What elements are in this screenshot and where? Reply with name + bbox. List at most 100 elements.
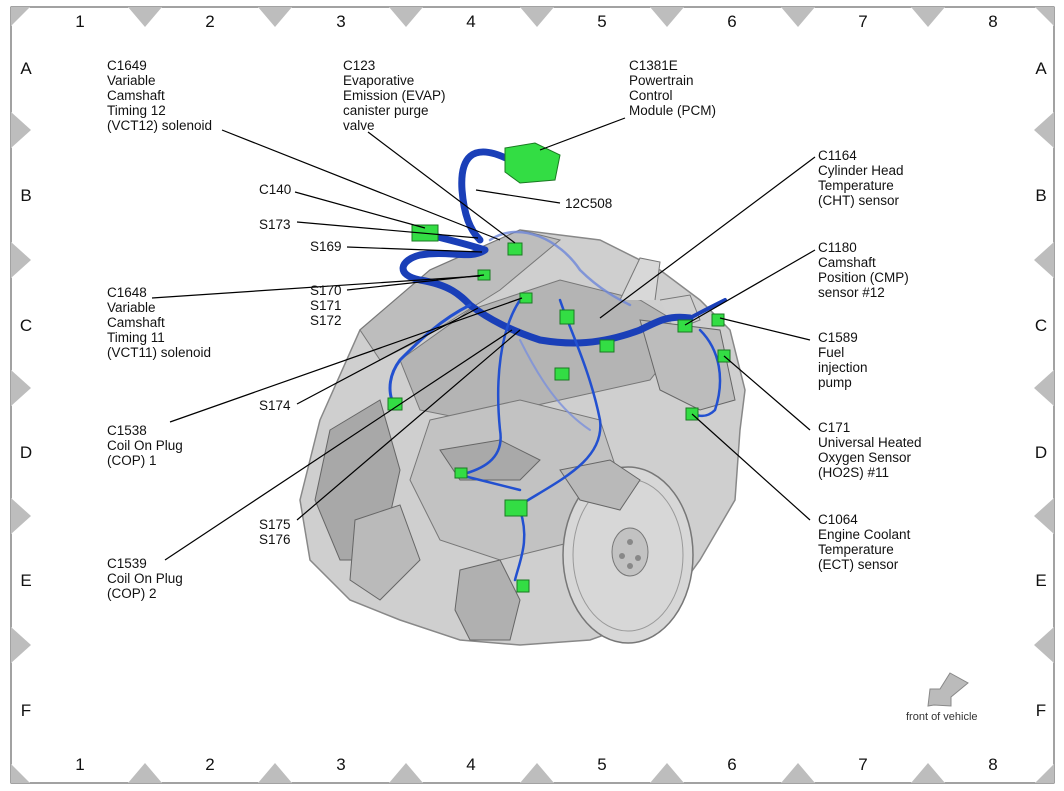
grid-label: 4 <box>466 12 476 31</box>
connector-c1538 <box>519 292 533 304</box>
callout-s174: S174 <box>259 398 291 413</box>
callout-12c508: 12C508 <box>565 196 612 211</box>
callout-line: S169 <box>310 239 342 254</box>
callout-c140: C140 <box>259 182 291 197</box>
zone-marker <box>258 7 292 27</box>
connector-c1381e <box>504 142 561 184</box>
callout-line: C1538 <box>107 423 147 438</box>
callout-line: C1164 <box>818 148 857 163</box>
grid-label: 4 <box>466 755 476 774</box>
callout-line: Temperature <box>818 542 894 557</box>
callout-line: S171 <box>310 298 342 313</box>
callout-line: (VCT11) solenoid <box>107 345 212 360</box>
grid-label: 8 <box>988 12 998 31</box>
zone-marker <box>1035 7 1054 26</box>
callout-line: Evaporative <box>343 73 415 88</box>
zone-marker <box>520 7 554 27</box>
zone-marker <box>781 763 815 783</box>
zone-marker <box>520 763 554 783</box>
callout-line: Position (CMP) <box>818 270 909 285</box>
callout-line: Cylinder Head <box>818 163 904 178</box>
callout-line: C1589 <box>818 330 858 345</box>
connector-mid <box>554 367 570 381</box>
connector-c1539 <box>387 397 403 411</box>
callout-line: Control <box>629 88 673 103</box>
grid-label: F <box>1035 701 1047 720</box>
grid-label: E <box>20 571 32 590</box>
callout-line: Timing 12 <box>107 103 166 118</box>
callout-line: (VCT12) solenoid <box>107 118 213 133</box>
grid-label: 2 <box>205 755 215 774</box>
callout-line: Timing 11 <box>107 330 165 345</box>
callout-line: C1180 <box>818 240 857 255</box>
connector-pcm-branch <box>599 339 615 353</box>
zone-marker <box>1034 112 1054 148</box>
grid-label: 3 <box>336 755 346 774</box>
callout-line: (CHT) sensor <box>818 193 900 208</box>
front-of-vehicle-label: front of vehicle <box>906 711 978 723</box>
connectors <box>387 142 731 593</box>
wiring-harness <box>388 148 727 582</box>
callout-line: S176 <box>259 532 291 547</box>
callout-line: Temperature <box>818 178 894 193</box>
zone-marker <box>11 370 31 406</box>
callout-line: C171 <box>818 420 851 435</box>
callout-line: Camshaft <box>818 255 876 270</box>
callout-line: canister purge <box>343 103 429 118</box>
grid-label: 1 <box>75 755 85 774</box>
callout-line: Variable <box>107 73 156 88</box>
grid-label: 8 <box>988 755 998 774</box>
callout-line: S175 <box>259 517 291 532</box>
callout-line: Module (PCM) <box>629 103 717 118</box>
zone-marker <box>128 763 162 783</box>
grid-label: A <box>1035 59 1047 78</box>
callout-line: C1064 <box>818 512 858 527</box>
grid-label: D <box>19 443 33 462</box>
connector-lower <box>454 467 468 479</box>
grid-label: B <box>1035 186 1047 205</box>
callout-line: (COP) 1 <box>107 453 157 468</box>
callout-line: C1539 <box>107 556 147 571</box>
grid-zone-markers <box>11 7 1054 783</box>
connector-lower-big <box>504 499 528 517</box>
zone-marker <box>389 7 423 27</box>
zone-marker <box>11 764 30 783</box>
grid-label: 1 <box>75 12 85 31</box>
callout-line: Engine Coolant <box>818 527 911 542</box>
zone-marker <box>258 763 292 783</box>
callout-line: (HO2S) #11 <box>818 465 890 480</box>
zone-marker <box>650 7 684 27</box>
callout-line: S170 <box>310 283 342 298</box>
grid-label: D <box>1034 443 1048 462</box>
zone-marker <box>11 7 30 26</box>
zone-marker <box>11 112 31 148</box>
zone-marker <box>781 7 815 27</box>
callout-line: Camshaft <box>107 88 165 103</box>
callout-line: valve <box>343 118 375 133</box>
grid-label: C <box>19 316 33 335</box>
grid-label: 5 <box>597 755 607 774</box>
zone-marker <box>1034 242 1054 278</box>
callout-line: (COP) 2 <box>107 586 157 601</box>
callout-s169: S169 <box>310 239 342 254</box>
callout-line: Camshaft <box>107 315 165 330</box>
callout-line: injection <box>818 360 868 375</box>
connector-bottom <box>516 579 530 593</box>
front-of-vehicle-arrow-icon <box>927 672 969 707</box>
grid-label: 6 <box>727 12 737 31</box>
zone-marker <box>11 498 31 534</box>
callout-line: Variable <box>107 300 156 315</box>
callout-line: C1381E <box>629 58 678 73</box>
zone-marker <box>11 627 31 663</box>
